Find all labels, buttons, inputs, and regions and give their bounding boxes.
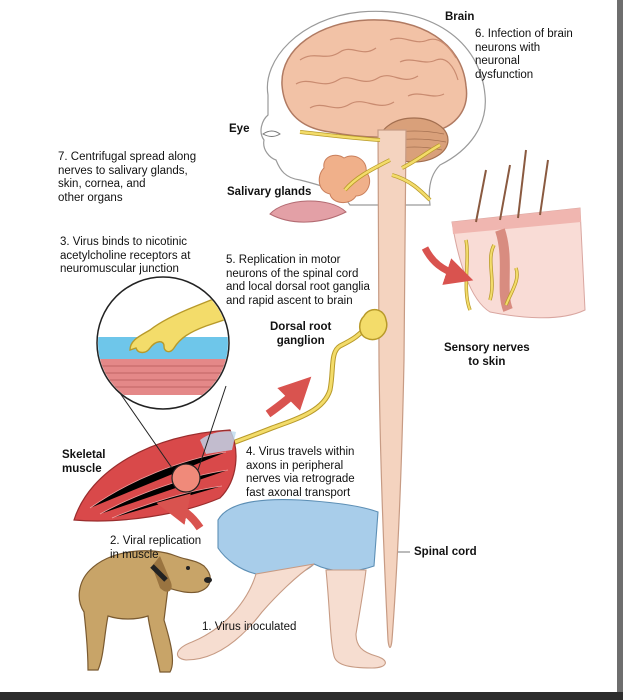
label-step7: 7. Centrifugal spread along nerves to sa…	[58, 151, 197, 204]
spinal-cord	[377, 129, 407, 649]
brain-gyri	[295, 37, 459, 109]
label-step2: 2. Viral replication in muscle	[110, 535, 202, 561]
label-eye: Eye	[229, 123, 250, 135]
window-frame-right	[617, 0, 623, 700]
arrow-replication	[156, 493, 204, 531]
label-dorsal-root-ganglion: Dorsal root ganglion	[270, 321, 332, 347]
shorts	[217, 499, 379, 578]
label-spinal-cord: Spinal cord	[414, 546, 477, 558]
skin-section	[451, 207, 586, 319]
legs	[176, 563, 386, 669]
neuromuscular-junction-circle	[171, 463, 201, 493]
label-skeletal-muscle: Skeletal muscle	[62, 449, 106, 475]
label-sensory-nerves: Sensory nerves to skin	[444, 342, 530, 368]
label-step5: 5. Replication in motor neurons of the s…	[226, 254, 370, 307]
label-brain: Brain	[445, 11, 475, 23]
hair-strands	[475, 149, 549, 223]
label-step3: 3. Virus binds to nicotinic acetylcholin…	[60, 236, 191, 275]
arrow-to-skin	[421, 246, 474, 285]
dorsal-root-ganglion	[359, 308, 388, 341]
cranial-nerves	[299, 130, 441, 201]
window-frame-bottom	[0, 692, 623, 700]
tongue-shape	[269, 200, 347, 223]
label-step1: 1. Virus inoculated	[202, 621, 297, 633]
brain-shape	[281, 19, 468, 138]
dog	[78, 550, 212, 673]
salivary-gland-shape	[318, 154, 371, 203]
label-step6: 6. Infection of brain neurons with neuro…	[475, 28, 573, 81]
label-step4: 4. Virus travels within axons in periphe…	[246, 446, 355, 499]
eye-shape	[262, 130, 281, 137]
arrow-ascent	[265, 376, 312, 418]
label-salivary-glands: Salivary glands	[227, 186, 312, 198]
